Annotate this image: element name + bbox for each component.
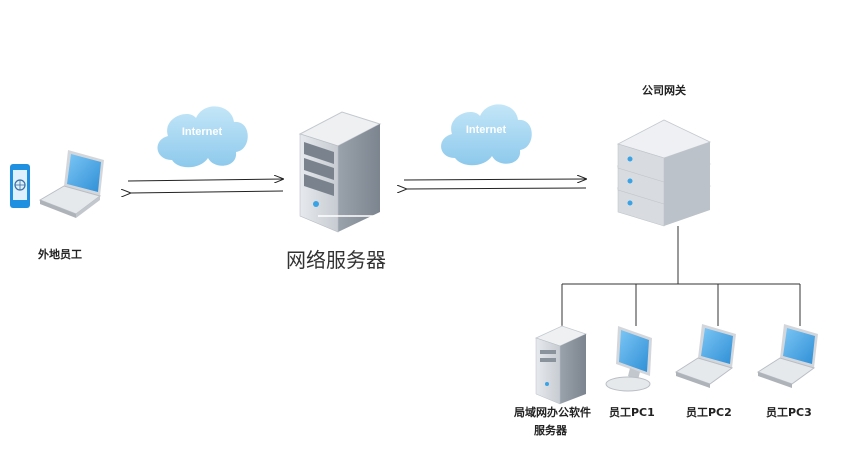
arrow-to-gateway [403,179,586,180]
internet-cloud-left-icon: Internet [157,106,248,168]
web-server-label: 网络服务器 [286,248,386,272]
internet-cloud-right-icon: Internet [441,104,532,166]
employee-pc3-label: 员工PC3 [766,406,812,419]
cloud-right-label: Internet [466,124,507,136]
arrow-to-remote-employee [130,191,284,193]
arrow-to-web-server [127,179,283,181]
smartphone-icon [10,164,30,208]
employee-pc1-label: 员工PC1 [609,406,655,419]
remote-employee-label: 外地员工 [38,248,82,261]
employee-pc2-label: 员工PC2 [686,406,732,419]
lan-connection-lines [561,226,801,328]
gateway-label: 公司网关 [642,84,686,97]
lan-server-label-line1: 局域网办公软件 [514,406,591,419]
arrow-to-web-server-from-gateway [406,188,587,189]
laptop-icon [38,150,104,218]
desktop-pc1-icon [605,326,652,392]
laptop-pc3-icon [756,324,818,388]
gateway-router-icon [616,119,712,227]
lan-office-server-icon [534,325,588,405]
laptop-pc2-icon [674,324,736,388]
web-server-icon [298,111,390,233]
cloud-left-label: Internet [182,126,223,138]
lan-server-label-line2: 服务器 [534,424,567,437]
